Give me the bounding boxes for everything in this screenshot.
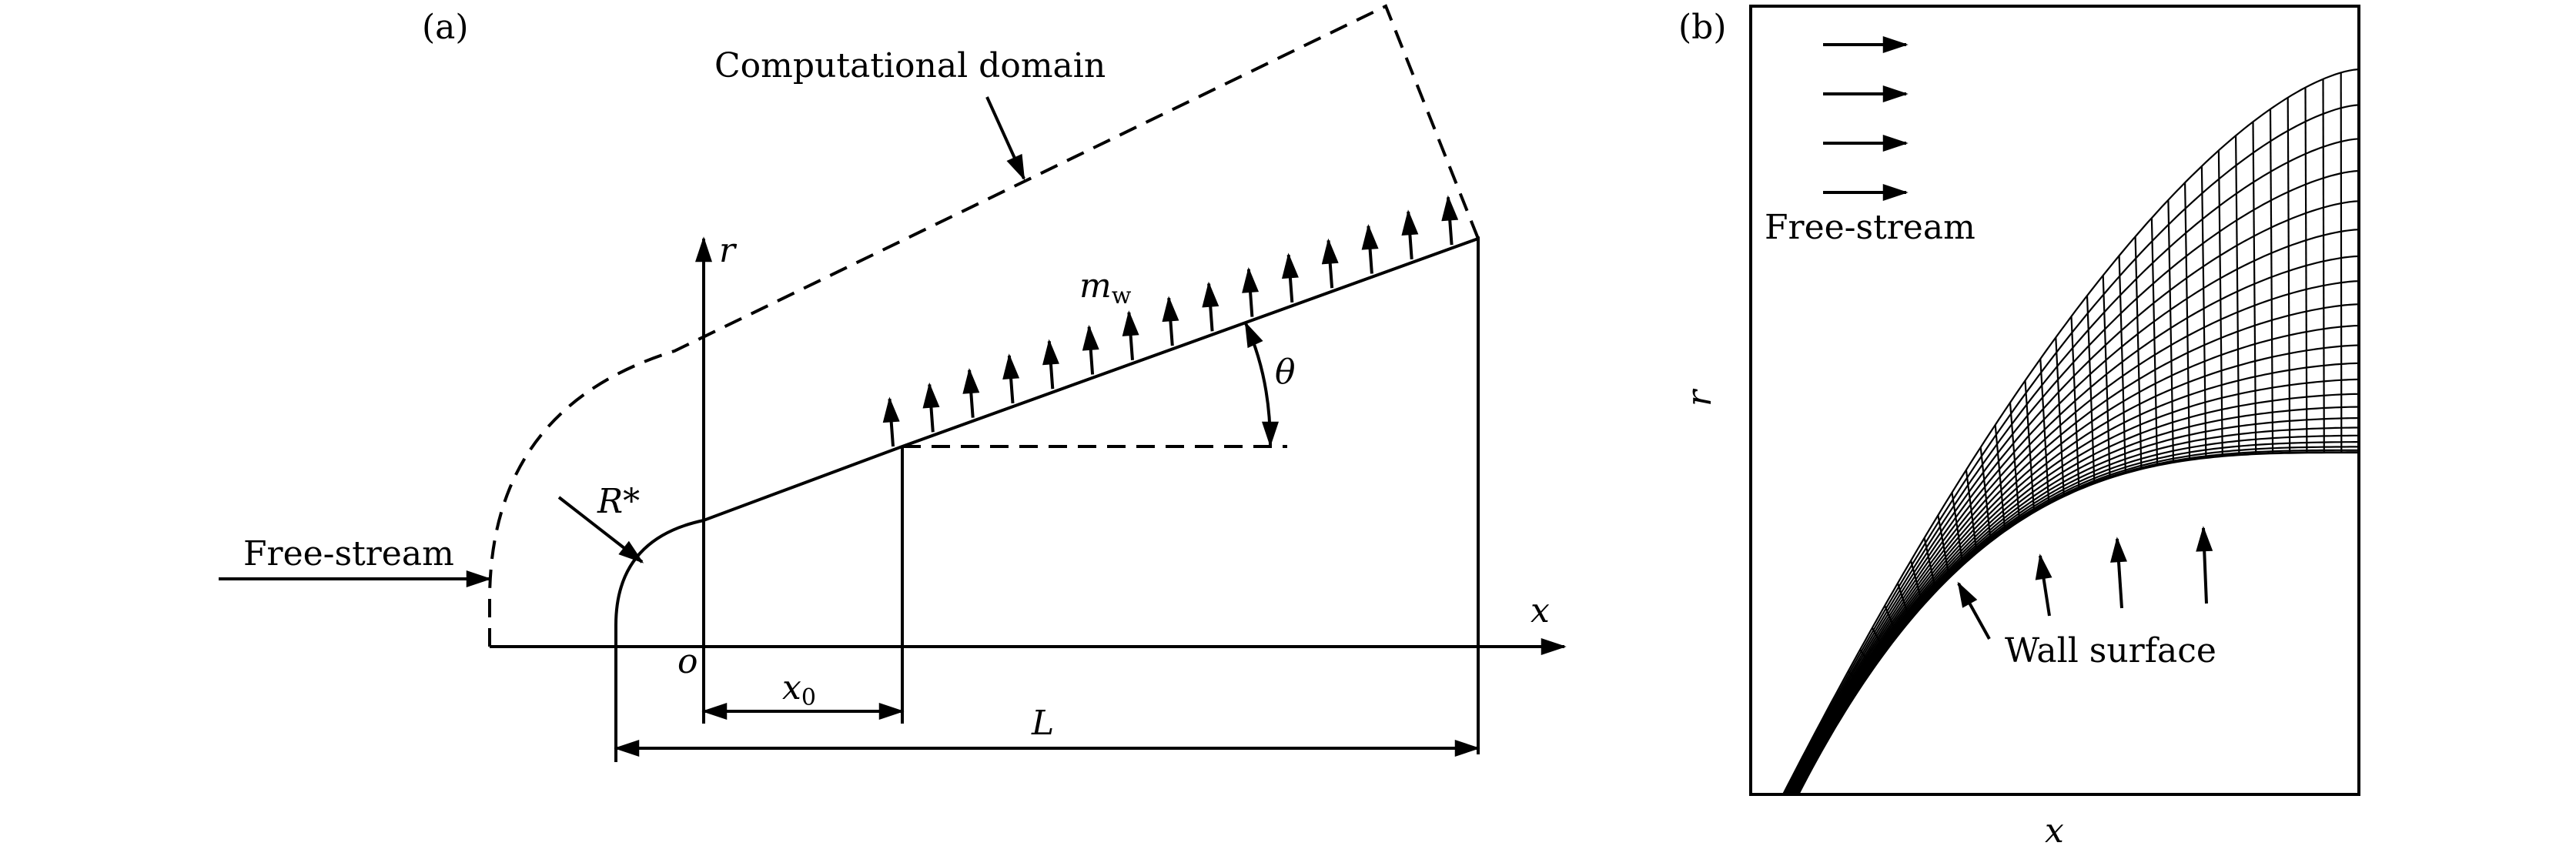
wall-blowing-arrow <box>1401 209 1419 259</box>
panel-a: (a) Computational domain Free-stream x r… <box>219 4 1567 762</box>
theta-arc <box>1244 321 1279 447</box>
x0-subscript: 0 <box>801 684 816 711</box>
wall-surface-arrow-3 <box>2110 537 2127 609</box>
mesh-normal-line <box>2167 199 2175 463</box>
mesh-normal-line <box>2200 166 2207 459</box>
computational-mesh <box>1782 68 2360 796</box>
free-stream-label-b: Free-stream <box>1765 208 1975 247</box>
mesh-layer-line <box>1786 169 2360 795</box>
mesh-normal-line <box>1965 470 1978 553</box>
length-label: L <box>1031 704 1054 743</box>
mass-flux-symbol: m <box>1079 266 1112 306</box>
mesh-normal-line <box>2009 402 2021 522</box>
wall-surface-arrow-2 <box>2035 553 2052 617</box>
wall-blowing-arrow <box>1281 252 1299 303</box>
mesh-normal-line <box>2252 122 2257 455</box>
mesh-normal-line <box>1896 583 1912 621</box>
wall-surface-arrow-1 <box>1957 581 1991 640</box>
wall-blowing-arrow <box>882 396 900 447</box>
r-axis-label-b: r <box>1680 388 1719 406</box>
x-axis-label-a: x <box>1531 591 1550 630</box>
wall-blowing-arrow <box>1321 238 1339 289</box>
mesh-normal-line <box>2184 182 2191 460</box>
panel-b-frame <box>1749 5 2360 796</box>
mesh-normal-line <box>1805 750 1821 754</box>
mesh-normal-line <box>2055 337 2065 497</box>
mass-flux-label: mw <box>1079 266 1132 309</box>
mesh-normal-line <box>2217 150 2223 456</box>
r-axis-label-a: r <box>719 231 738 270</box>
mesh-normal-line <box>1836 691 1852 704</box>
mesh-normal-line <box>1951 492 1964 566</box>
mesh-normal-line <box>2269 109 2274 454</box>
mesh-normal-line <box>2086 296 2096 484</box>
mesh-normal-line <box>2118 256 2126 473</box>
mesh-normal-line <box>1847 670 1863 687</box>
x0-symbol: x <box>782 668 801 707</box>
mass-flux-subscript: w <box>1112 283 1132 309</box>
mesh-layer-line <box>1788 229 2360 795</box>
mesh-normal-line <box>1884 605 1899 637</box>
nose-radius-label: R* <box>597 482 640 521</box>
wall-blowing-arrow <box>1202 281 1219 332</box>
mesh-normal-line <box>2340 72 2343 453</box>
mesh-normal-line <box>1825 711 1841 721</box>
x-axis-label-b: x <box>2045 811 2064 851</box>
wall-blowing-arrow <box>1122 310 1139 360</box>
mesh-normal-line <box>1910 560 1924 607</box>
wall-blowing-arrow <box>1002 353 1020 404</box>
computational-domain-boundary <box>488 4 1480 647</box>
wall-surface-label: Wall surface <box>2005 631 2216 670</box>
nose-radius-arrow <box>557 496 644 563</box>
mesh-normal-line <box>2235 135 2240 456</box>
mesh-normal-line <box>1923 537 1937 592</box>
computational-domain-arrow <box>985 96 1025 181</box>
wall-blowing-arrow <box>962 368 980 418</box>
mesh-normal-line <box>1859 649 1875 670</box>
origin-label: o <box>677 642 698 681</box>
mesh-normal-line <box>2150 218 2159 466</box>
mesh-normal-line <box>1871 627 1886 653</box>
mesh-normal-line <box>2024 380 2036 513</box>
free-stream-label-a: Free-stream <box>243 534 454 573</box>
mesh-normal-line <box>1979 446 1992 542</box>
wall-blowing-arrows <box>882 195 1459 447</box>
mesh-normal-line <box>1937 515 1951 578</box>
mesh-layer-line <box>1791 303 2360 795</box>
wall-blowing-arrow <box>1082 324 1099 375</box>
wall-blowing-arrow <box>922 382 940 433</box>
wall-blowing-arrow <box>1162 296 1179 346</box>
mesh-normal-line <box>2287 97 2291 453</box>
mesh-normal-line <box>2322 79 2325 453</box>
mesh-normal-line <box>2039 359 2050 504</box>
mesh-layer-line <box>1792 324 2360 795</box>
mesh-normal-line <box>1796 767 1812 771</box>
panel-b-label: (b) <box>1678 8 1727 47</box>
body-contour <box>614 236 1480 754</box>
wall-blowing-arrow <box>1361 223 1379 274</box>
mesh-normal-line <box>2102 275 2111 479</box>
mesh-layer-line <box>1791 280 2360 795</box>
computational-domain-label: Computational domain <box>714 46 1106 85</box>
mesh-normal-line <box>2304 87 2308 453</box>
mesh-layer-line <box>1787 200 2360 795</box>
mesh-normal-line <box>1994 424 2006 532</box>
panel-a-label: (a) <box>422 8 469 47</box>
mesh-normal-line <box>1815 731 1831 737</box>
mesh-normal-line <box>2134 236 2143 470</box>
x0-label: x0 <box>782 668 816 711</box>
mesh-normal-line <box>2070 316 2080 490</box>
theta-label: θ <box>1275 353 1296 392</box>
wall-surface-arrow-4 <box>2196 526 2213 604</box>
wall-blowing-arrow <box>1441 195 1459 246</box>
wall-blowing-arrow <box>1042 339 1059 390</box>
panel-b: (b) Free-stream r x Wall surface <box>1678 5 2360 851</box>
mesh-layer-line <box>1789 255 2360 795</box>
wall-blowing-arrow <box>1242 267 1260 317</box>
